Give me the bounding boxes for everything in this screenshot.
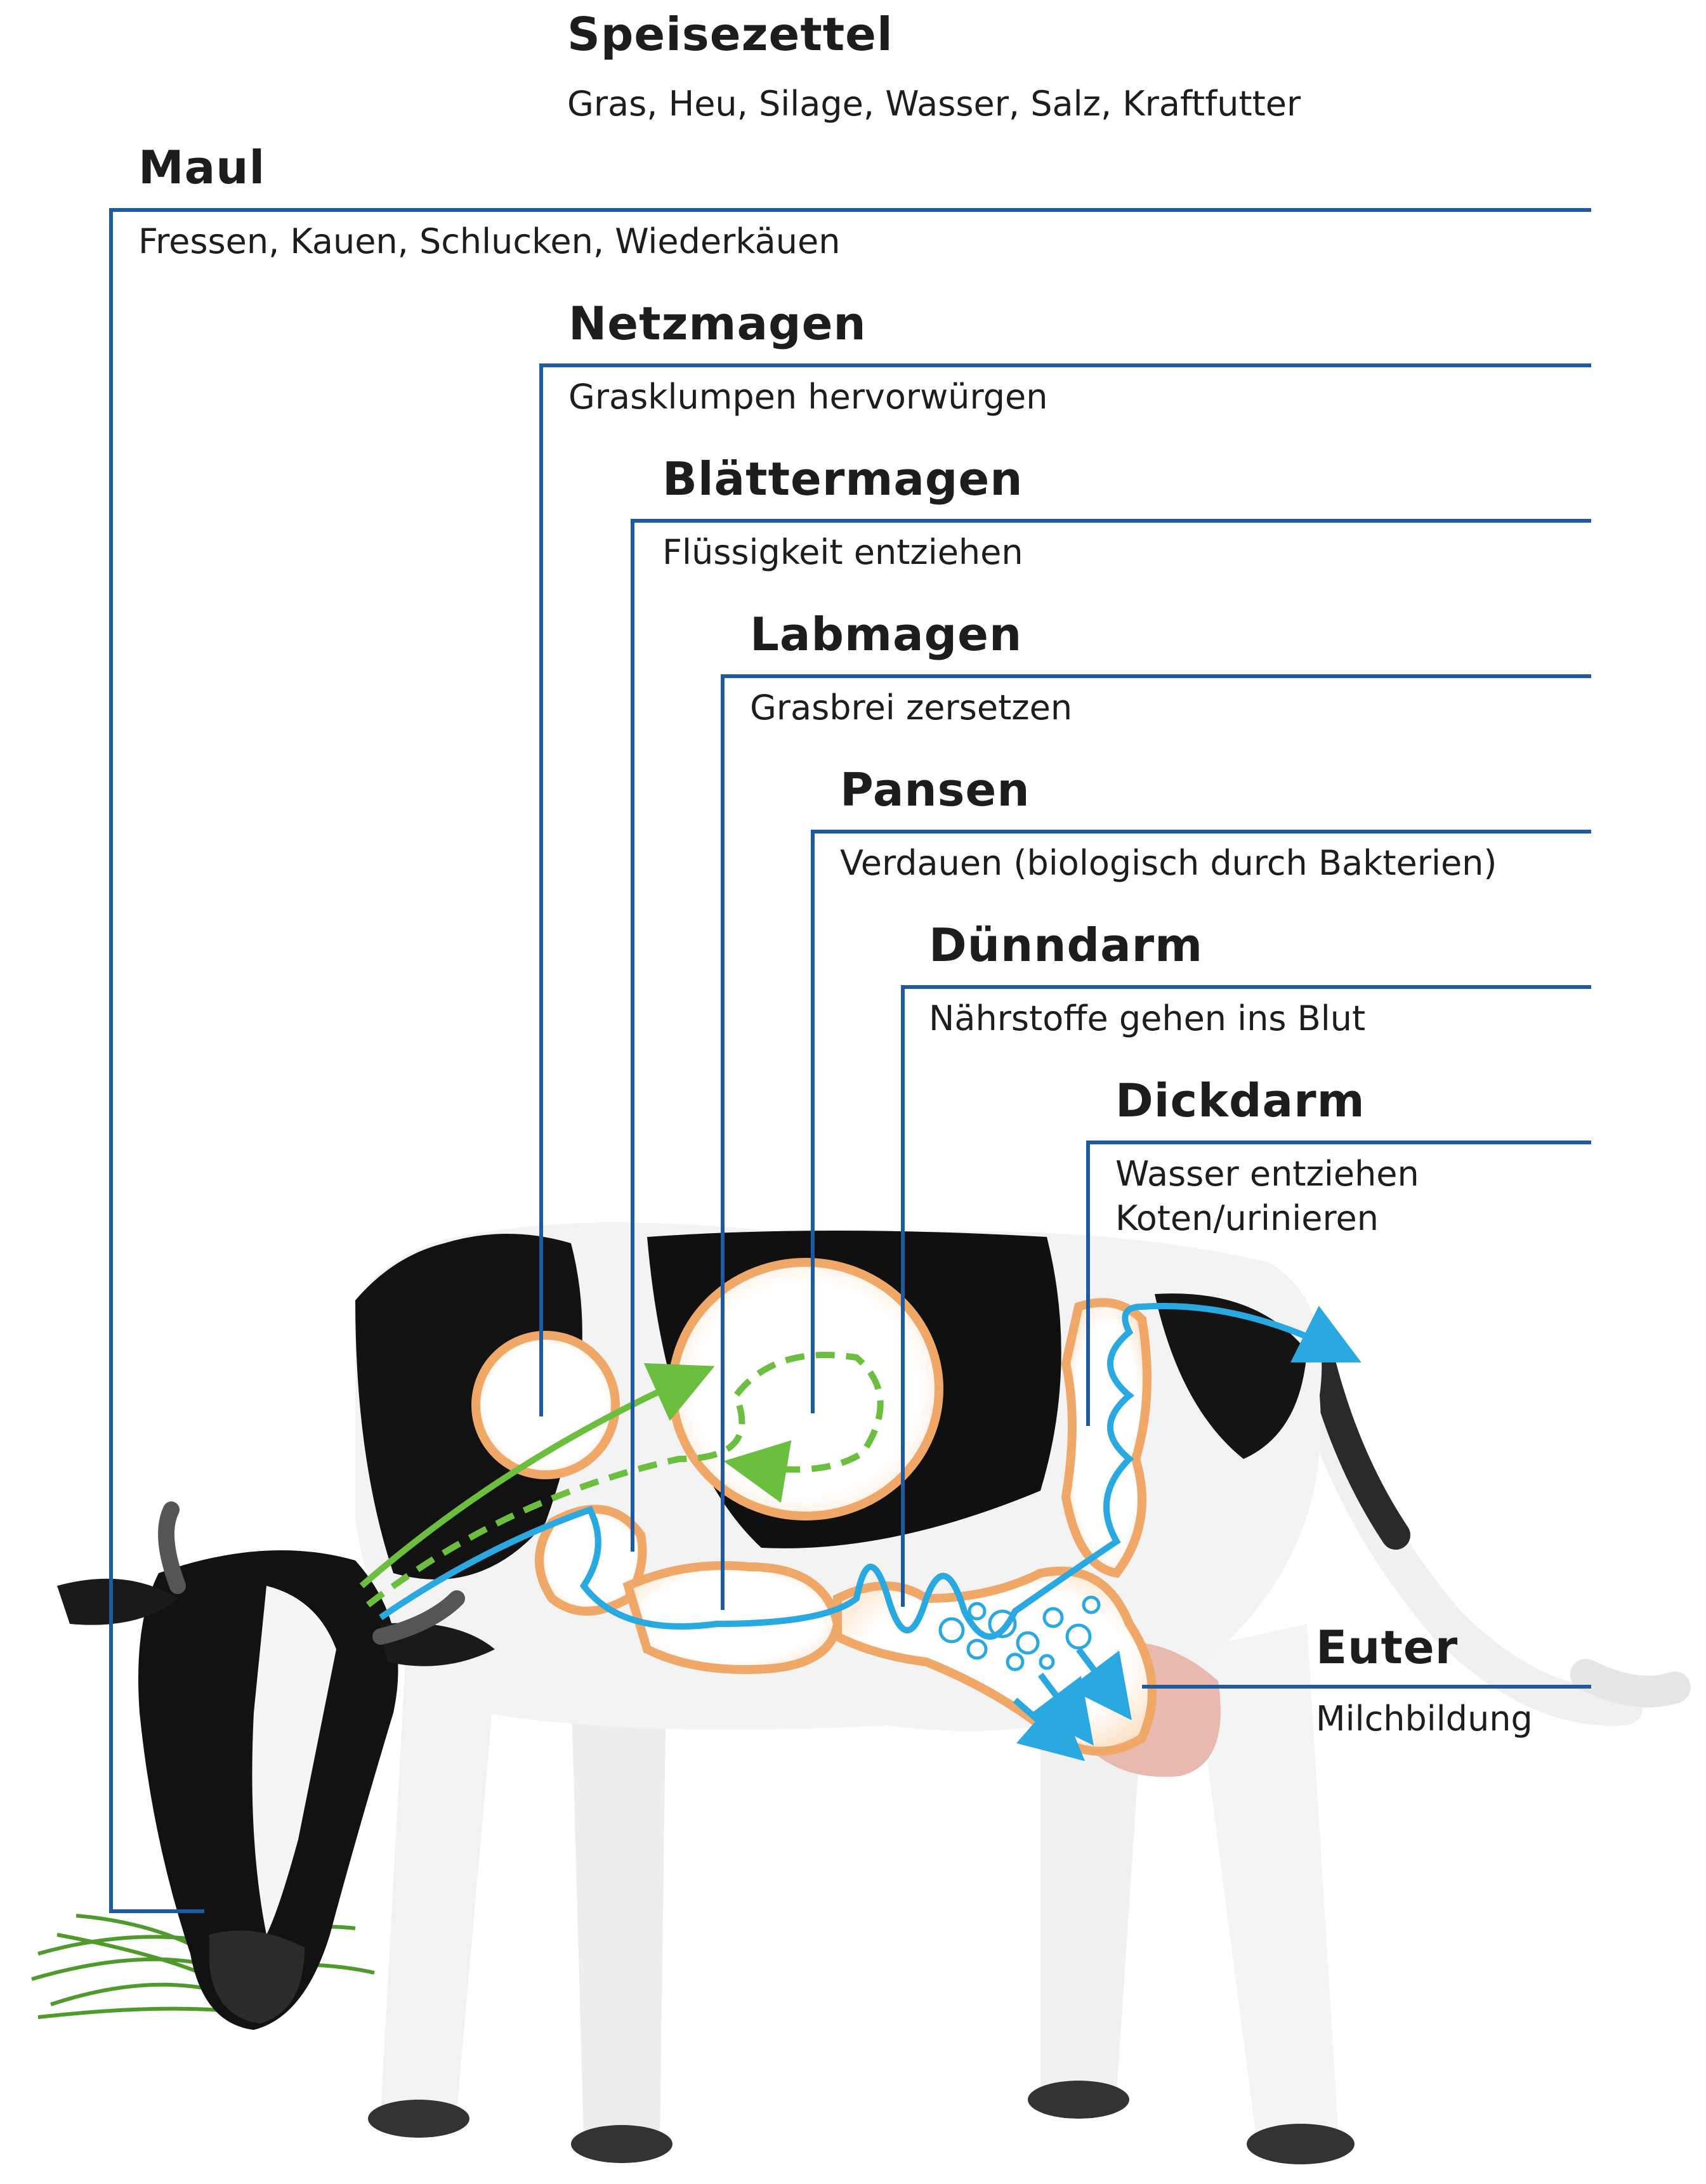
- label-pansen-title: Pansen: [840, 767, 1030, 813]
- label-maul-text: Fressen, Kauen, Schlucken, Wiederkäuen: [138, 219, 840, 265]
- leader-euter: [1142, 1685, 1591, 1689]
- label-netzmagen-text: Grasklumpen hervorwürgen: [568, 374, 1047, 420]
- leader-blaettermagen-vertical: [631, 519, 634, 1552]
- leader-maul-vertical: [109, 208, 113, 1913]
- label-labmagen-text: Grasbrei zersetzen: [750, 685, 1072, 731]
- leader-labmagen-vertical: [721, 674, 725, 1610]
- leader-dickdarm: [1086, 1141, 1591, 1144]
- leader-dickdarm-vertical: [1086, 1141, 1090, 1426]
- label-duenndarm-text: Nährstoffe gehen ins Blut: [929, 996, 1365, 1042]
- label-netzmagen-title: Netzmagen: [568, 301, 867, 346]
- leader-labmagen: [721, 674, 1591, 678]
- header-title: Speisezettel: [567, 11, 893, 57]
- leader-pansen: [811, 830, 1591, 834]
- label-dickdarm-text-1: Wasser entziehen: [1115, 1151, 1419, 1197]
- label-euter-title: Euter: [1316, 1625, 1458, 1670]
- leader-netzmagen-vertical: [539, 363, 543, 1416]
- label-duenndarm-title: Dünndarm: [929, 922, 1203, 968]
- leader-maul: [109, 208, 1591, 212]
- label-blaettermagen-text: Flüssigkeit entziehen: [662, 530, 1023, 575]
- label-maul-title: Maul: [138, 145, 265, 190]
- label-labmagen-title: Labmagen: [750, 611, 1022, 657]
- label-euter-text: Milchbildung: [1316, 1696, 1533, 1742]
- dickdarm-organ: [1066, 1302, 1147, 1573]
- leader-duenndarm-vertical: [901, 985, 905, 1607]
- pansen-organ: [673, 1262, 939, 1516]
- leader-blaettermagen: [631, 519, 1591, 523]
- label-dickdarm-title: Dickdarm: [1115, 1078, 1365, 1123]
- label-blaettermagen-title: Blättermagen: [662, 456, 1023, 502]
- leader-maul-foot: [109, 1909, 204, 1913]
- leader-duenndarm: [901, 985, 1591, 989]
- header-text: Gras, Heu, Silage, Wasser, Salz, Kraftfu…: [567, 81, 1301, 127]
- leader-netzmagen: [539, 363, 1591, 367]
- label-dickdarm-text-2: Koten/urinieren: [1115, 1196, 1379, 1241]
- leader-pansen-vertical: [811, 830, 815, 1413]
- label-pansen-text: Verdauen (biologisch durch Bakterien): [840, 840, 1497, 886]
